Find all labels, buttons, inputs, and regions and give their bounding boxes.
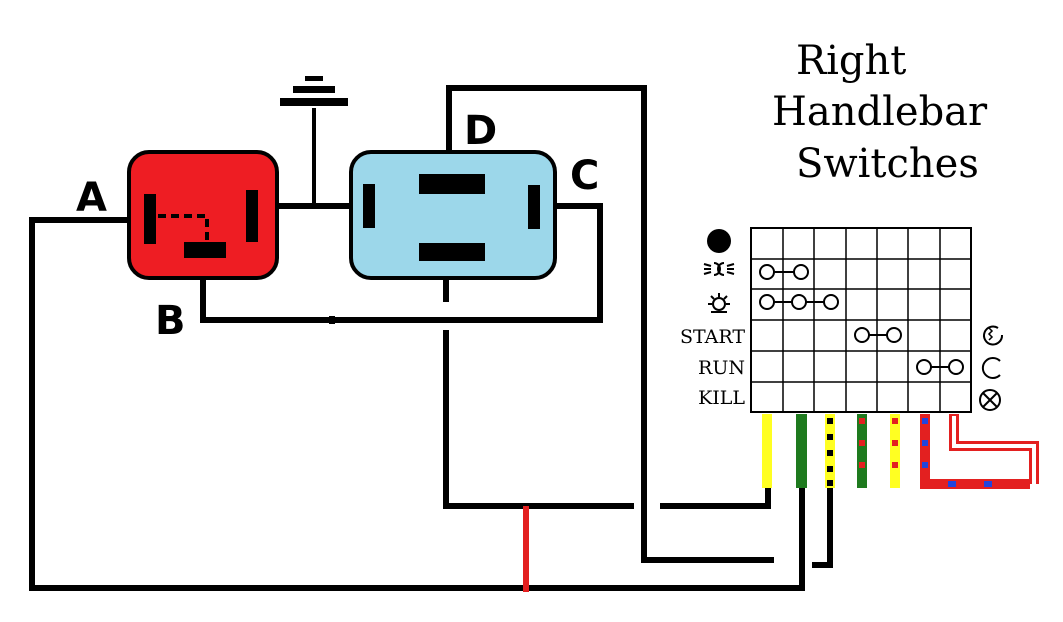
relay-internal-link: [158, 214, 209, 242]
wire-yellow: [762, 414, 772, 488]
title-line-3: Switches: [796, 141, 979, 187]
switch-output-wires: [762, 414, 1039, 489]
title-line-1: Right: [796, 38, 906, 84]
terminal-b-contact: [184, 242, 226, 258]
row-label-start: START: [680, 326, 745, 348]
switch-connection-row-3: [759, 294, 839, 310]
row-label-run: RUN: [698, 357, 745, 379]
kill-cross-icon: [979, 389, 1001, 411]
terminal-b-label: B: [155, 298, 186, 344]
wire-green-red: [857, 414, 867, 488]
black-wires: [29, 85, 833, 591]
wire-green: [796, 414, 807, 488]
wire-red-white: [949, 414, 1039, 484]
switch-row-labels: START RUN KILL: [680, 326, 745, 409]
wire-red-blue: [920, 414, 1030, 489]
start-rotate-icon: [983, 325, 1004, 346]
run-circle-icon: [981, 357, 1001, 379]
diagram-title: Right Handlebar Switches: [772, 38, 988, 187]
terminal-d-label: D: [464, 108, 497, 154]
row-label-kill: KILL: [698, 387, 745, 409]
relay-red-right-contact: [246, 190, 258, 242]
switch-connection-start: [854, 327, 902, 343]
switch-connection-run: [916, 359, 964, 375]
terminal-d-contact-top: [419, 174, 485, 194]
terminal-c-contact: [528, 185, 540, 229]
relay-blue-left-contact: [363, 184, 375, 228]
terminal-c-label: C: [570, 153, 599, 199]
terminal-d-contact-bottom: [419, 243, 485, 261]
wire-yellow-red: [890, 414, 900, 488]
ground-symbol: [280, 76, 348, 206]
headlight-icon: [703, 262, 735, 276]
terminal-a-contact: [144, 194, 156, 244]
title-line-2: Handlebar: [772, 89, 988, 135]
dot-icon: [707, 229, 731, 253]
terminal-a-label: A: [76, 175, 107, 221]
switch-connection-row-2: [759, 264, 809, 280]
lamp-icon: [708, 293, 730, 313]
wire-yellow-black: [825, 414, 835, 488]
relay-red: [127, 150, 279, 280]
relay-blue: [349, 150, 557, 280]
switch-grid: [750, 227, 972, 413]
